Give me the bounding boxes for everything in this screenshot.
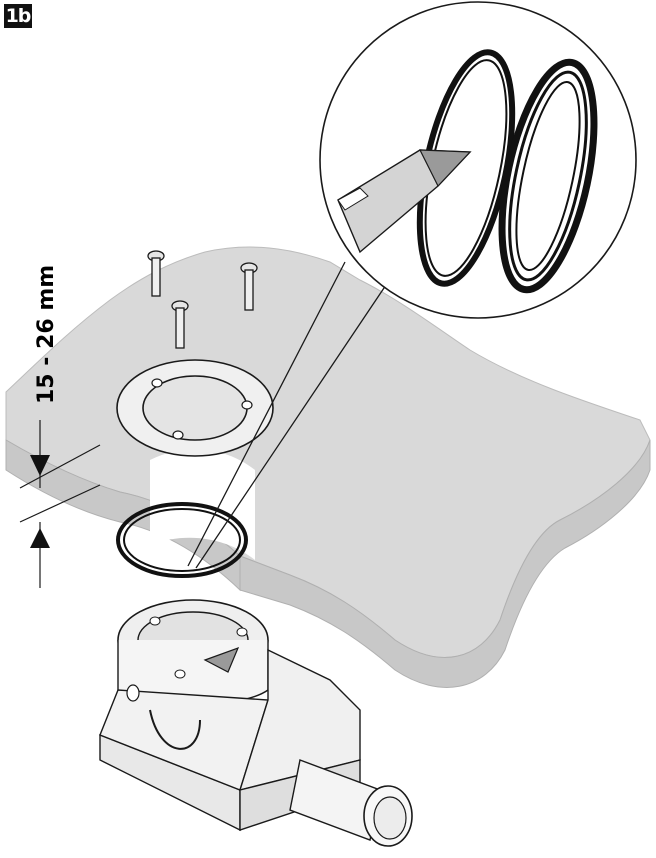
flange-ring <box>116 359 274 457</box>
drain-body <box>99 599 413 847</box>
seal-ring <box>116 502 248 578</box>
screw-left <box>147 250 165 297</box>
dimension-label: 15 - 26 mm <box>34 264 59 404</box>
screw-right <box>240 262 258 311</box>
screw-middle <box>171 300 189 349</box>
detail-magnifier <box>319 1 637 319</box>
step-badge: 1b <box>4 4 32 28</box>
floor-plate-side-right <box>239 439 651 688</box>
dimension-marker <box>19 420 101 588</box>
